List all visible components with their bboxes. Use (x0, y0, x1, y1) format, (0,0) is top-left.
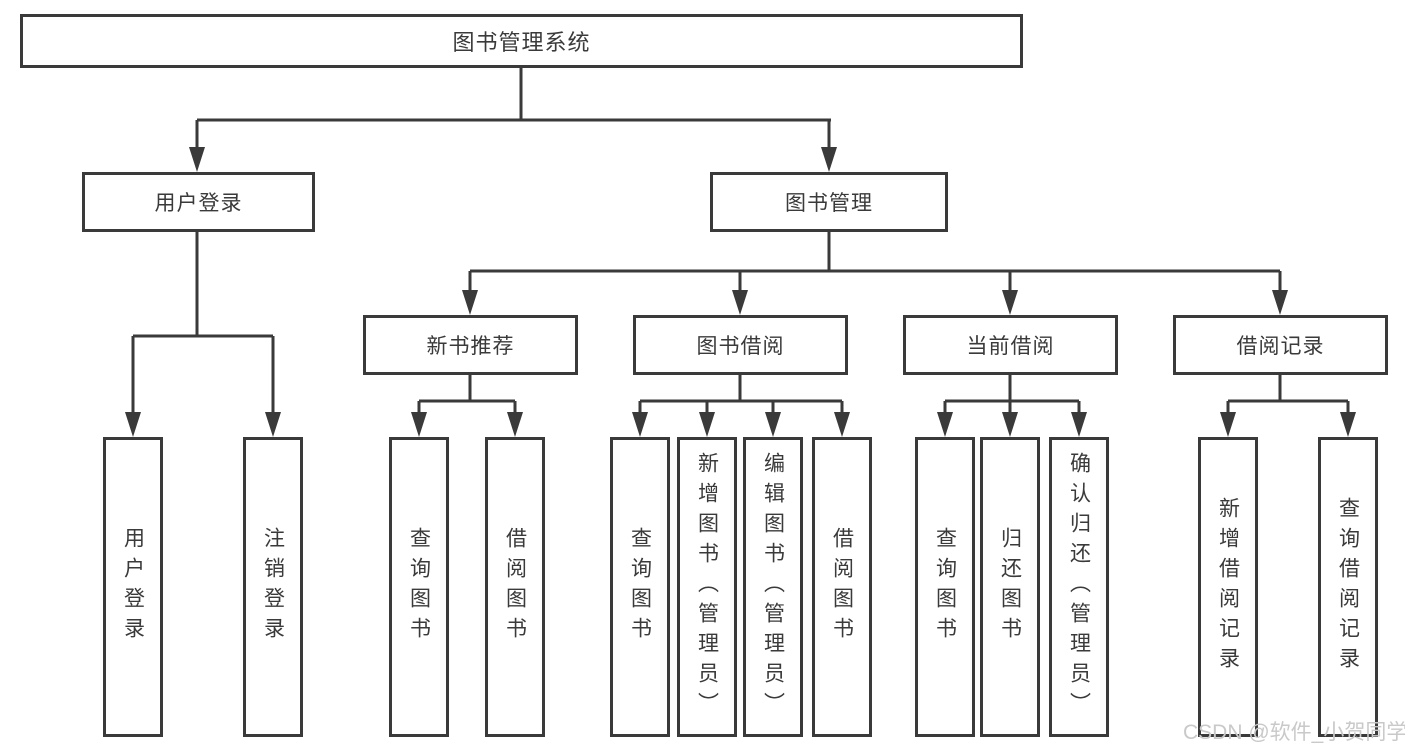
node-label: 借阅记录 (1236, 335, 1325, 358)
leaf-query-borrow-record: 查询借阅记录 (1318, 437, 1378, 737)
leaf-label: 编辑图书（管理员） (761, 452, 785, 722)
csdn-watermark: CSDN @软件_小贺同学 (1183, 721, 1405, 744)
leaf-label: 新增借阅记录 (1216, 497, 1240, 677)
leaf-label: 借阅图书 (503, 527, 527, 647)
node-label: 新书推荐 (426, 335, 515, 358)
leaf-query-books-recommend: 查询图书 (389, 437, 449, 737)
leaf-label: 新增图书（管理员） (695, 452, 719, 722)
leaf-query-books-borrowing: 查询图书 (610, 437, 670, 737)
leaf-add-borrow-record: 新增借阅记录 (1198, 437, 1258, 737)
leaf-label: 确认归还（管理员） (1067, 452, 1091, 722)
node-label: 当前借阅 (966, 335, 1055, 358)
node-book-management-branch: 图书管理 (710, 172, 948, 232)
leaf-label: 查询图书 (407, 527, 431, 647)
node-label: 图书管理 (785, 192, 873, 215)
leaf-add-books-admin: 新增图书（管理员） (677, 437, 737, 737)
connector-path (131, 68, 1350, 416)
node-current-borrowing: 当前借阅 (903, 315, 1118, 375)
node-system-root: 图书管理系统 (20, 14, 1023, 68)
node-label: 图书借阅 (696, 335, 785, 358)
node-user-login-branch: 用户登录 (82, 172, 315, 232)
node-label: 用户登录 (154, 192, 243, 215)
leaf-label: 查询借阅记录 (1336, 497, 1360, 677)
node-new-book-recommendation: 新书推荐 (363, 315, 578, 375)
leaf-label: 查询图书 (628, 527, 652, 647)
node-borrowing-records: 借阅记录 (1173, 315, 1388, 375)
leaf-query-books-current: 查询图书 (915, 437, 975, 737)
arrowheads (125, 147, 1356, 437)
leaf-return-books: 归还图书 (980, 437, 1040, 737)
leaf-label: 查询图书 (933, 527, 957, 647)
leaf-borrow-books: 借阅图书 (812, 437, 872, 737)
leaf-label: 注销登录 (261, 527, 285, 647)
leaf-edit-books-admin: 编辑图书（管理员） (743, 437, 803, 737)
leaf-user-login: 用户登录 (103, 437, 163, 737)
leaf-borrow-books-recommend: 借阅图书 (485, 437, 545, 737)
node-book-borrowing: 图书借阅 (633, 315, 848, 375)
node-label: 图书管理系统 (452, 30, 591, 55)
leaf-label: 归还图书 (998, 527, 1022, 647)
leaf-logout: 注销登录 (243, 437, 303, 737)
leaf-label: 借阅图书 (830, 527, 854, 647)
leaf-confirm-return-admin: 确认归还（管理员） (1049, 437, 1109, 737)
leaf-label: 用户登录 (121, 527, 145, 647)
